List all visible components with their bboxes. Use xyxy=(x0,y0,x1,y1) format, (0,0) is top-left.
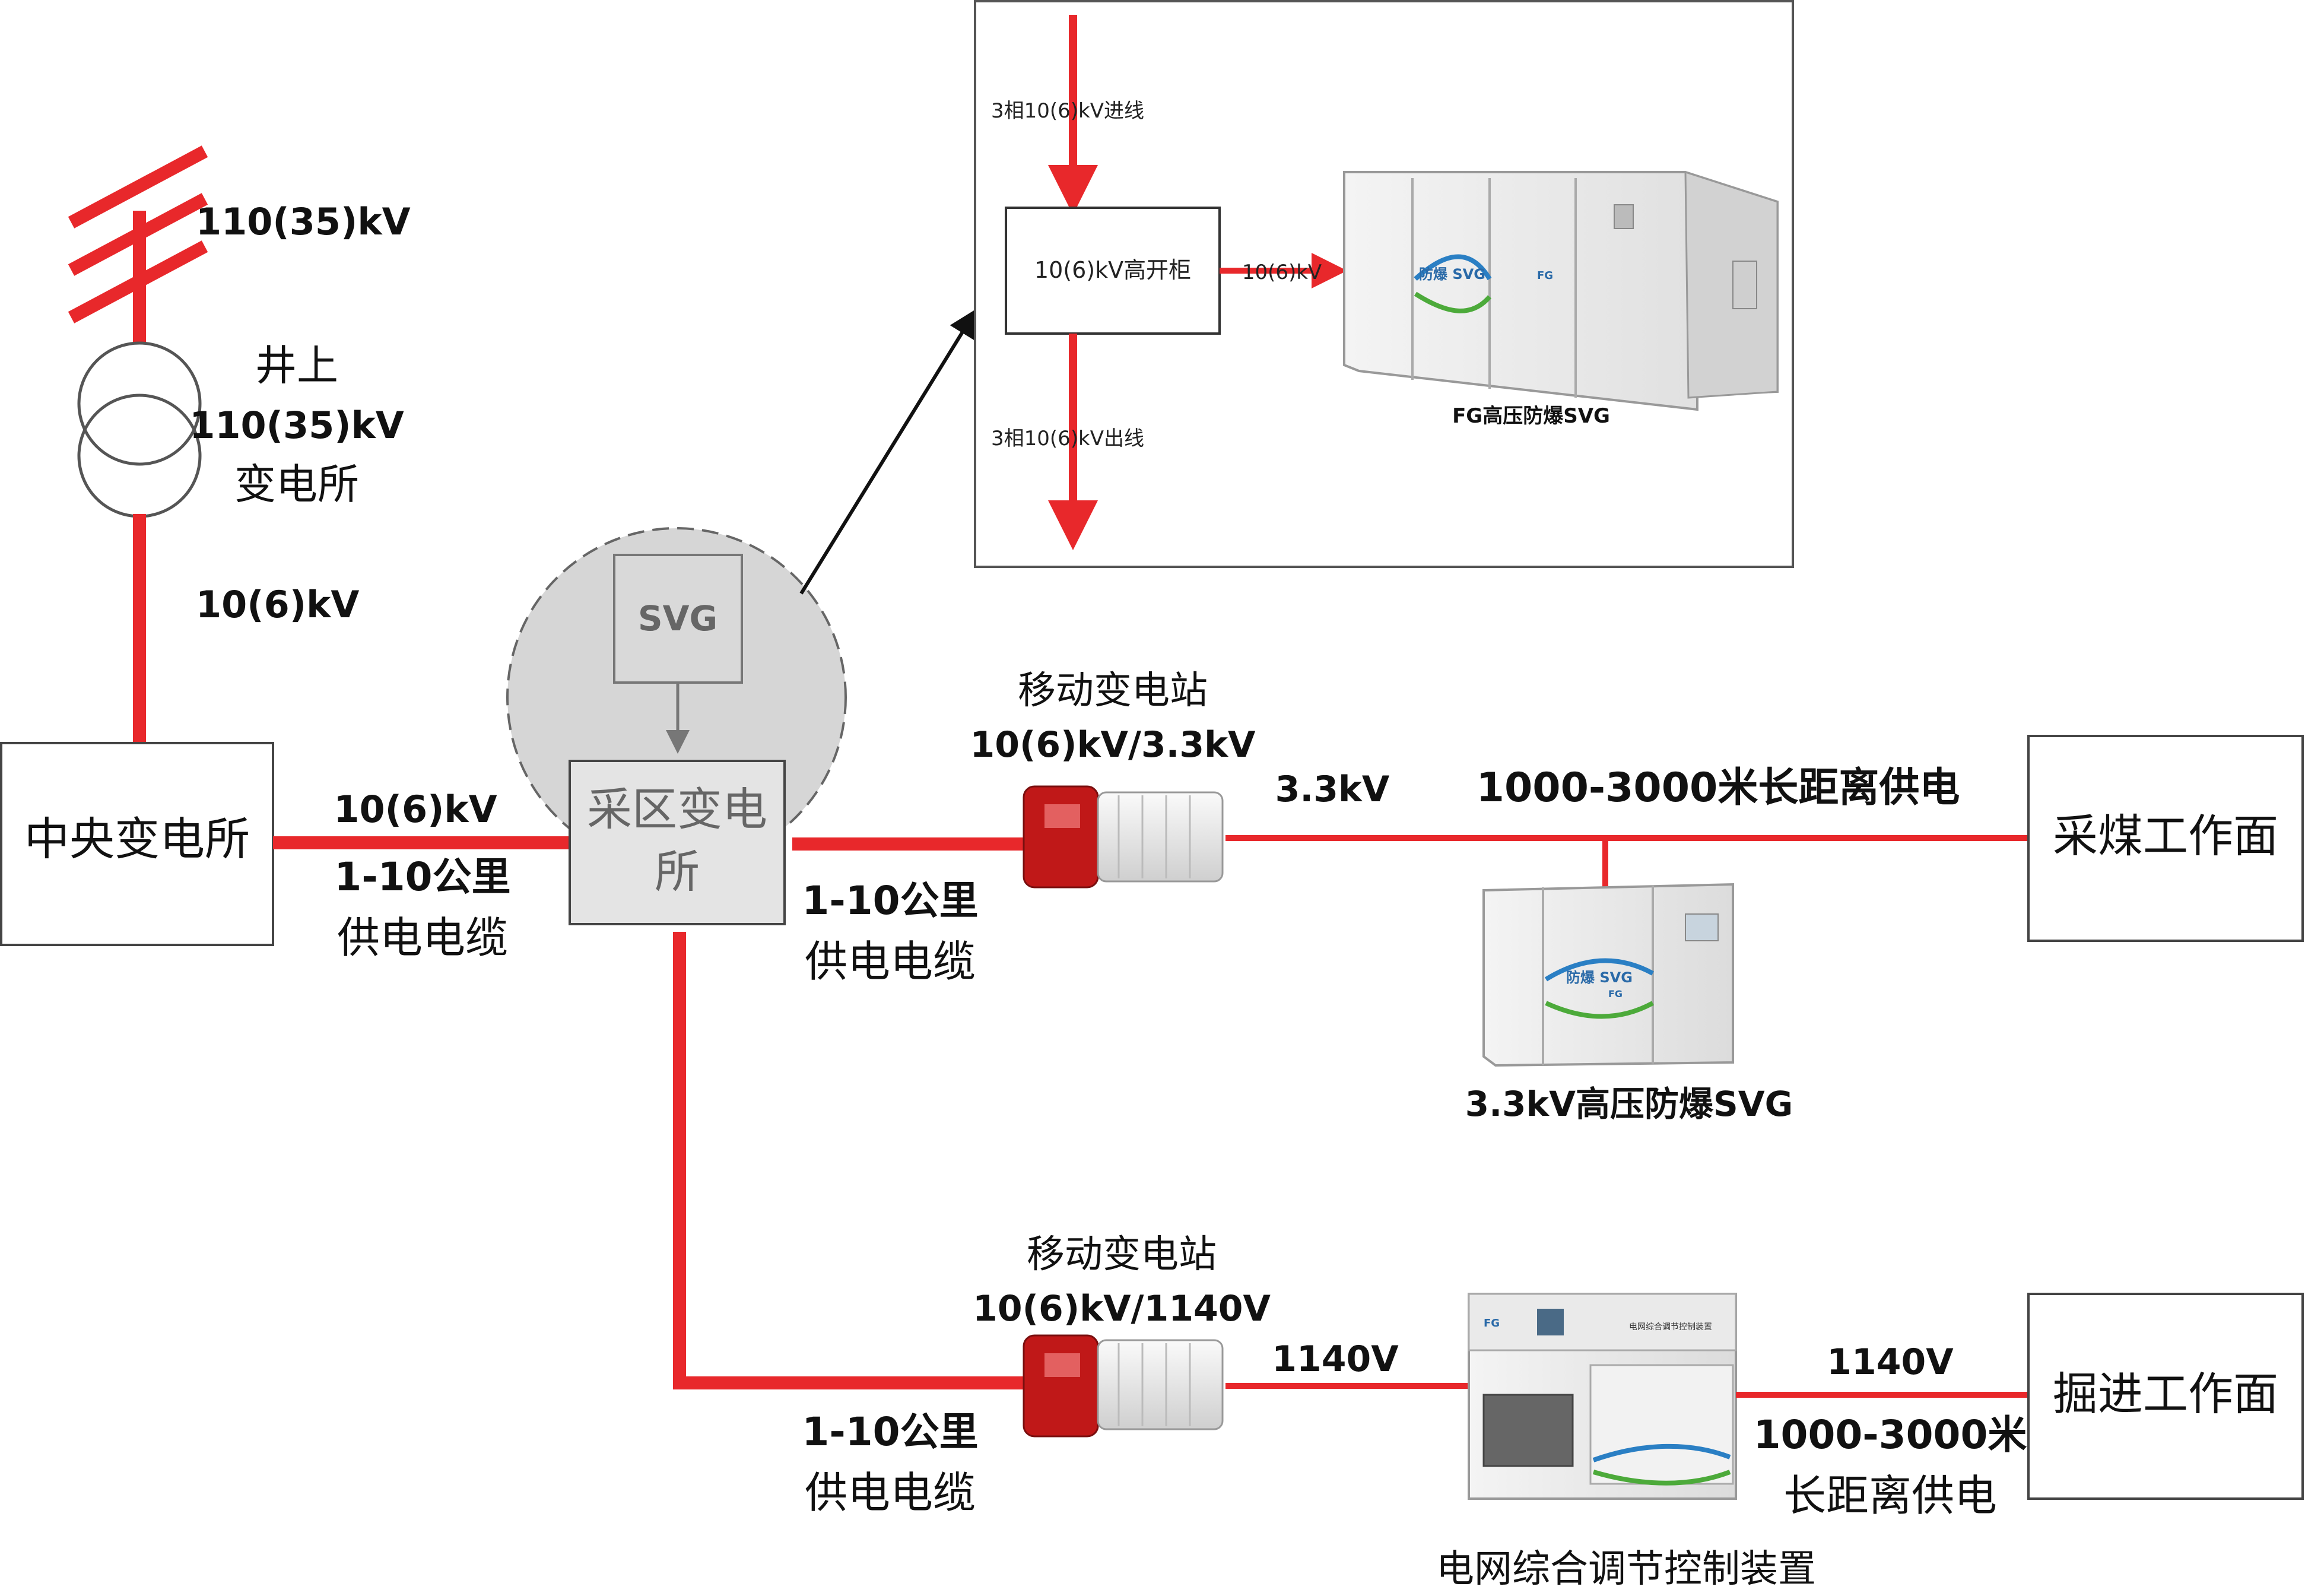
transformer-coil-top xyxy=(77,341,202,466)
mobile2-title: 移动变电站 xyxy=(1027,1233,1217,1277)
svg33-display xyxy=(1685,913,1719,941)
mobile2-coil-body xyxy=(1097,1339,1224,1430)
mobile2-switch-panel xyxy=(1044,1353,1080,1377)
central-substation-box xyxy=(0,742,274,946)
svg-detail-inset: 3相10(6)kV进线 10(6)kV高开柜 10(6)kV 3相10(6)kV… xyxy=(974,0,1794,568)
incoming-voltage-label: 110(35)kV xyxy=(196,200,411,243)
inset-switchgear-label: 10(6)kV高开柜 xyxy=(1034,257,1191,283)
line-3-3kv-voltage: 3.3kV xyxy=(1275,769,1390,810)
mobile2-rating: 10(6)kV/1140V xyxy=(973,1288,1271,1330)
svg33-brand: FG xyxy=(1608,988,1623,1000)
inset-to-svg-label: 10(6)kV xyxy=(1242,261,1322,284)
central-substation-label: 中央变电所 xyxy=(24,813,250,865)
grid-device-caption: 电网综合调节控制装置 xyxy=(1436,1547,1816,1591)
coal-face-label: 采煤工作面 xyxy=(2053,810,2278,862)
feed-hash-3 xyxy=(68,240,208,323)
svg-unit-label: SVG xyxy=(638,598,717,639)
line-1140v-b-label: 1140V xyxy=(1827,1341,1954,1383)
heading-face-box xyxy=(2027,1293,2304,1500)
feed-down-voltage-label: 10(6)kV xyxy=(196,583,359,626)
detail-pointer-arrow xyxy=(799,308,977,595)
area-substation-line2: 所 xyxy=(655,845,700,898)
mobile1-title: 移动变电站 xyxy=(1018,669,1208,713)
link3-cable-label: 供电电缆 xyxy=(805,1468,976,1518)
grid-device-screen xyxy=(1537,1309,1564,1335)
mobile1-coil-body xyxy=(1097,791,1224,883)
inset-inbound-label: 3相10(6)kV进线 xyxy=(991,99,1144,123)
coal-face-box xyxy=(2027,735,2304,942)
surface-substation-line3: 变电所 xyxy=(234,460,359,509)
transformer-coil-bottom xyxy=(77,394,202,518)
area-substation-line1: 采区变电 xyxy=(587,783,767,836)
cabinet-swoosh-blue xyxy=(1414,254,1492,281)
mobile1-switch-panel xyxy=(1044,804,1080,828)
line-3-3kv-distance: 1000-3000米长距离供电 xyxy=(1477,764,1960,811)
mobile1-switch-unit xyxy=(1023,785,1099,889)
link2-cable-label: 供电电缆 xyxy=(805,937,976,986)
svg33-body xyxy=(1482,883,1734,1067)
svg33-caption: 3.3kV高压防爆SVG xyxy=(1465,1084,1793,1124)
link1-cable-label: 供电电缆 xyxy=(337,913,508,963)
mobile2-switch-unit xyxy=(1023,1334,1099,1438)
line-1140v-b-distance2: 长距离供电 xyxy=(1783,1471,1997,1521)
link2-distance-label: 1-10公里 xyxy=(802,878,978,924)
grid-device-swoosh-green xyxy=(1592,1470,1731,1486)
grid-device-swoosh-blue xyxy=(1592,1443,1731,1462)
svg33-swoosh-blue xyxy=(1544,958,1654,982)
mobile-transformer-2-icon xyxy=(1023,1334,1224,1438)
svg33-badge: 防爆 SVG xyxy=(1566,969,1633,986)
grid-regulation-device: FG 电网综合调节控制装置 xyxy=(1468,1293,1737,1500)
grid-device-door xyxy=(1589,1364,1734,1485)
line-1140v-b-distance1: 1000-3000米 xyxy=(1754,1412,2027,1458)
grid-device-brand: FG xyxy=(1484,1317,1500,1330)
feed-hash-1 xyxy=(68,145,208,229)
cabinet-display xyxy=(1614,204,1634,229)
cabinet-badge: 防爆 SVG xyxy=(1419,266,1485,283)
surface-substation-line1: 井上 xyxy=(255,341,338,390)
incoming-feed: 110(35)kV xyxy=(68,145,411,344)
mobile1-rating: 10(6)kV/3.3kV xyxy=(970,724,1256,766)
link1-distance-label: 1-10公里 xyxy=(334,854,510,900)
grid-device-panel-title: 电网综合调节控制装置 xyxy=(1629,1322,1712,1332)
mobile-transformer-1-icon xyxy=(1023,785,1224,889)
inset-switchgear-box xyxy=(1005,207,1221,335)
svg-unit-box xyxy=(613,554,743,684)
line-1140v-a-label: 1140V xyxy=(1272,1338,1399,1380)
inset-product-caption: FG高压防爆SVG xyxy=(1452,404,1610,428)
feed-hash-2 xyxy=(68,193,208,276)
link3-distance-label: 1-10公里 xyxy=(802,1409,978,1455)
surface-transformer-symbol xyxy=(77,341,202,518)
link1-voltage-label: 10(6)kV xyxy=(334,788,497,831)
area-substation-box xyxy=(569,760,786,925)
cabinet-swoosh-green xyxy=(1414,291,1492,313)
grid-device-lower-unit xyxy=(1482,1394,1574,1467)
inset-outbound-label: 3相10(6)kV出线 xyxy=(991,427,1144,450)
cabinet-port xyxy=(1732,261,1757,309)
heading-face-label: 掘进工作面 xyxy=(2053,1367,2278,1420)
inset-svg-cabinet: 防爆 SVG FG xyxy=(1343,170,1779,411)
surface-substation-line2: 110(35)kV xyxy=(189,404,404,447)
svg-3-3kv-cabinet: 防爆 SVG FG xyxy=(1482,883,1734,1067)
svg33-swoosh-green xyxy=(1545,1001,1654,1019)
cabinet-side xyxy=(1684,170,1779,399)
cabinet-brand: FG xyxy=(1537,269,1553,282)
grid-device-top-panel xyxy=(1468,1293,1737,1351)
